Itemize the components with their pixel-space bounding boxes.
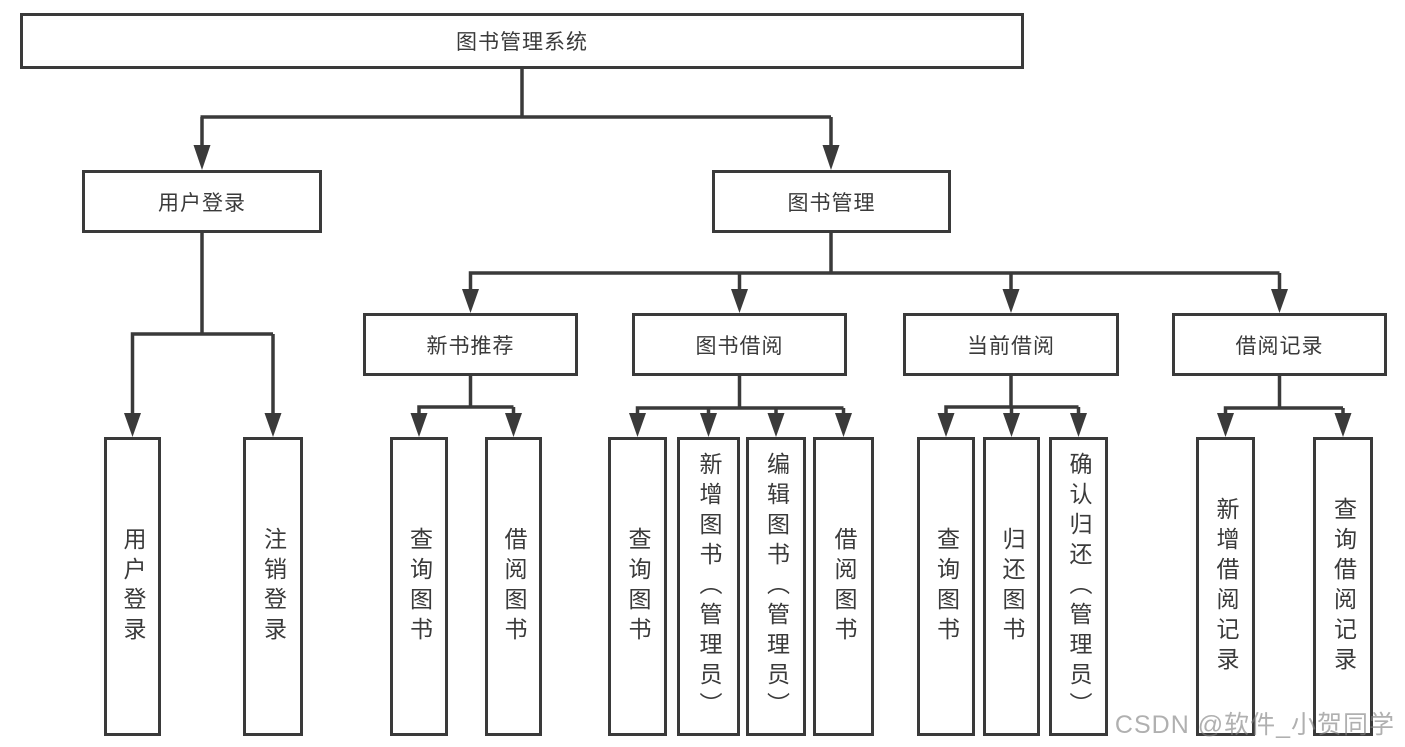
node-book-borrowing: 图书借阅: [632, 313, 847, 376]
node-borrow-records: 借阅记录: [1172, 313, 1387, 376]
node-root-system: 图书管理系统: [20, 13, 1024, 69]
arrowheads: [124, 145, 1352, 437]
leaf-borrow-books: 借阅图书: [813, 437, 874, 736]
leaf-query-books-borrow: 查询图书: [608, 437, 667, 736]
leaf-borrow-books-recommend: 借阅图书: [485, 437, 542, 736]
leaf-query-books-recommend: 查询图书: [390, 437, 448, 736]
leaf-logout: 注销登录: [243, 437, 303, 736]
node-user-login-branch: 用户登录: [82, 170, 322, 233]
leaf-query-borrow-record: 查询借阅记录: [1313, 437, 1373, 736]
node-book-management-branch: 图书管理: [712, 170, 951, 233]
node-new-book-recommend: 新书推荐: [363, 313, 578, 376]
leaf-return-books: 归还图书: [983, 437, 1040, 736]
leaf-add-books-admin: 新增图书（管理员）: [677, 437, 740, 736]
leaf-add-borrow-record: 新增借阅记录: [1196, 437, 1255, 736]
leaf-confirm-return-admin: 确认归还（管理员）: [1049, 437, 1108, 736]
leaf-edit-books-admin: 编辑图书（管理员）: [746, 437, 806, 736]
leaf-user-login: 用户登录: [104, 437, 161, 736]
node-current-borrowing: 当前借阅: [903, 313, 1119, 376]
csdn-watermark: CSDN @软件_小贺同学: [1114, 711, 1395, 739]
leaf-query-books-current: 查询图书: [917, 437, 975, 736]
